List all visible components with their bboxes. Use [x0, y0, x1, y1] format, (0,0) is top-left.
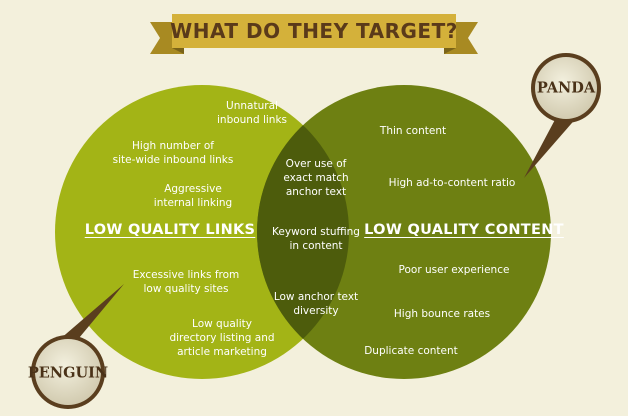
panda-item: Thin content [379, 125, 447, 137]
penguin-heading: LOW QUALITY LINKS [84, 222, 256, 238]
penguin-item: Low quality directory listing and articl… [169, 318, 275, 358]
panda-item: Duplicate content [364, 345, 458, 357]
panda-heading: LOW QUALITY CONTENT [364, 222, 564, 238]
penguin-item: High number of site-wide inbound links [112, 140, 234, 166]
panda-circle [257, 85, 551, 379]
penguin-item: Unnatural inbound links [216, 100, 288, 126]
penguin-bubble [31, 284, 124, 409]
penguin-label: PENGUIN [27, 364, 109, 382]
panda-item: High ad-to-content ratio [388, 177, 516, 189]
panda-item: High bounce rates [393, 308, 491, 320]
panda-item: Poor user experience [398, 264, 510, 276]
overlap-item: Keyword stuffing in content [272, 226, 360, 252]
page-title: WHAT DO THEY TARGET? [170, 19, 458, 43]
penguin-circle [55, 85, 349, 379]
panda-label: PANDA [536, 79, 596, 97]
overlap-item: Over use of exact match anchor text [283, 158, 349, 198]
overlap-item: Low anchor text diversity [273, 291, 359, 317]
panda-bubble [524, 53, 601, 178]
title-banner [150, 14, 478, 54]
penguin-item: Aggressive internal linking [153, 183, 233, 209]
penguin-item: Excessive links from low quality sites [132, 269, 240, 295]
